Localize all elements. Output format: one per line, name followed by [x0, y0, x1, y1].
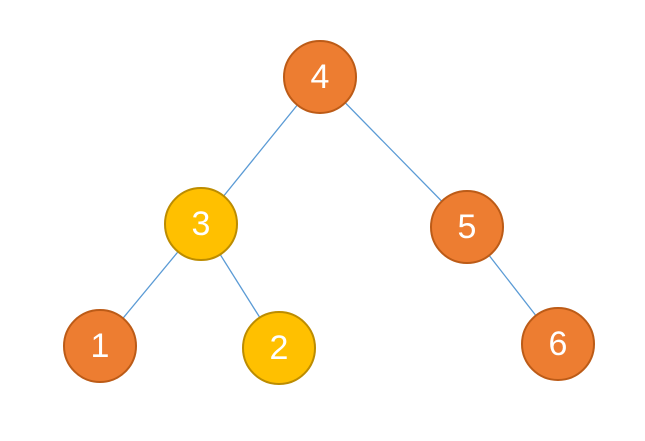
tree-node-6: 6: [521, 307, 595, 381]
tree-node-4: 4: [283, 40, 357, 114]
tree-node-3: 3: [164, 187, 238, 261]
node-label: 6: [548, 325, 568, 363]
node-label: 5: [457, 208, 477, 246]
tree-node-5: 5: [430, 190, 504, 264]
node-label: 3: [191, 205, 211, 243]
node-label: 4: [310, 58, 330, 96]
node-label: 1: [90, 327, 110, 365]
tree-node-2: 2: [242, 311, 316, 385]
tree-node-1: 1: [63, 309, 137, 383]
node-label: 2: [269, 329, 289, 367]
